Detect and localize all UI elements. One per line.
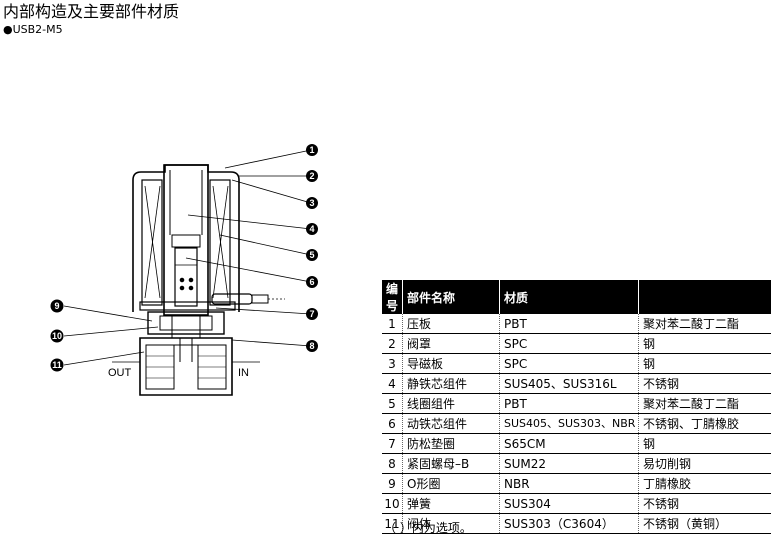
col-header-no: 编号 [382, 280, 403, 314]
callout-3: 3 [306, 197, 318, 209]
cell-name: 动铁芯组件 [402, 413, 500, 434]
cell-material: PBT [499, 393, 639, 414]
table-row: 9 O形圈 NBR 丁腈橡胶 [382, 473, 771, 494]
cell-material-cn: 不锈钢 [638, 373, 771, 394]
table-row: 10 弹簧 SUS304 不锈钢 [382, 493, 771, 514]
cell-name: 防松垫圈 [402, 433, 500, 454]
model-label: ●USB2-M5 [3, 23, 63, 36]
table-row: 6 动铁芯组件 SUS405、SUS303、NBR 不锈钢、丁腈橡胶 [382, 413, 771, 434]
callout-4: 4 [306, 223, 318, 235]
port-out-label: OUT [108, 367, 132, 379]
table-row: 8 紧固螺母–B SUM22 易切削钢 [382, 453, 771, 474]
callout-1: 1 [306, 144, 318, 156]
cell-no: 5 [382, 393, 403, 414]
cell-no: 8 [382, 453, 403, 474]
cell-material-cn: 不锈钢、丁腈橡胶 [638, 413, 771, 434]
valve-body-drawing [132, 164, 285, 396]
table-row: 2 阀罩 SPC 钢 [382, 333, 771, 354]
col-header-material: 材质 [499, 280, 639, 314]
cell-no: 11 [382, 513, 403, 534]
table-row: 5 线圈组件 PBT 聚对苯二酸丁二酯 [382, 393, 771, 414]
cell-no: 10 [382, 493, 403, 514]
svg-text:10: 10 [52, 331, 62, 341]
callout-markers: 1 2 3 4 5 6 7 8 9 10 11 [50, 144, 318, 372]
leader-lines [63, 149, 312, 366]
port-in-label: IN [238, 367, 249, 379]
table-row: 11 阀体 SUS303（C3604） 不锈钢（黄铜） [382, 513, 771, 534]
cell-material-cn: 易切削钢 [638, 453, 771, 474]
cell-name: 弹簧 [402, 493, 500, 514]
col-header-name: 部件名称 [402, 280, 500, 314]
valve-cross-section-diagram: 1 2 3 4 5 6 7 8 9 10 11 OUT IN [50, 144, 318, 396]
svg-text:7: 7 [309, 309, 314, 319]
cell-no: 1 [382, 314, 403, 334]
col-header-material-cn [638, 280, 771, 314]
cell-name: 线圈组件 [402, 393, 500, 414]
cell-no: 7 [382, 433, 403, 454]
table-row: 4 静铁芯组件 SUS405、SUS316L 不锈钢 [382, 373, 771, 394]
cell-name: 阀罩 [402, 333, 500, 354]
parts-material-table: 编号 部件名称 材质 1 压板 PBT 聚对苯二酸丁二酯 2 阀罩 SPC 钢 … [382, 280, 771, 534]
callout-10: 10 [50, 329, 64, 343]
cell-name: 静铁芯组件 [402, 373, 500, 394]
svg-text:3: 3 [309, 198, 314, 208]
cell-no: 2 [382, 333, 403, 354]
cell-name: 阀体 [402, 513, 500, 534]
cell-material: NBR [499, 473, 639, 494]
cell-material-cn: 不锈钢 [638, 493, 771, 514]
cell-material-cn: 聚对苯二酸丁二酯 [638, 314, 771, 334]
table-row: 7 防松垫圈 S65CM 钢 [382, 433, 771, 454]
page-title: 内部构造及主要部件材质 [3, 2, 180, 21]
svg-text:11: 11 [52, 360, 62, 370]
callout-8: 8 [306, 340, 318, 352]
cell-name: O形圈 [402, 473, 500, 494]
cell-material: S65CM [499, 433, 639, 454]
table-row: 3 导磁板 SPC 钢 [382, 353, 771, 374]
svg-text:2: 2 [309, 171, 314, 181]
callout-11: 11 [50, 358, 64, 372]
svg-text:8: 8 [309, 341, 314, 351]
svg-text:4: 4 [309, 224, 314, 234]
svg-text:5: 5 [309, 250, 314, 260]
cell-material-cn: 聚对苯二酸丁二酯 [638, 393, 771, 414]
callout-6: 6 [306, 276, 318, 288]
cell-no: 4 [382, 373, 403, 394]
callout-7: 7 [306, 308, 318, 320]
cell-material-cn: 钢 [638, 333, 771, 354]
cell-material: SUS304 [499, 493, 639, 514]
table-header-row: 编号 部件名称 材质 [382, 280, 771, 314]
callout-5: 5 [306, 249, 318, 261]
cell-no: 6 [382, 413, 403, 434]
cell-material: SUS303（C3604） [499, 513, 639, 534]
cell-material: SUM22 [499, 453, 639, 474]
option-note: （ ）内为选项。 [384, 521, 472, 535]
cell-material: PBT [499, 314, 639, 334]
callout-2: 2 [306, 170, 318, 182]
cell-material: SUS405、SUS303、NBR [499, 413, 639, 434]
cell-material-cn: 钢 [638, 353, 771, 374]
callout-9: 9 [50, 299, 64, 313]
cell-no: 3 [382, 353, 403, 374]
cell-no: 9 [382, 473, 403, 494]
cell-material: SPC [499, 333, 639, 354]
cell-material: SUS405、SUS316L [499, 373, 639, 394]
svg-text:9: 9 [54, 301, 59, 311]
cell-name: 导磁板 [402, 353, 500, 374]
cell-name: 紧固螺母–B [402, 453, 500, 474]
cell-material-cn: 钢 [638, 433, 771, 454]
table-row: 1 压板 PBT 聚对苯二酸丁二酯 [382, 314, 771, 334]
svg-text:6: 6 [309, 277, 314, 287]
cell-material-cn: 丁腈橡胶 [638, 473, 771, 494]
cell-material: SPC [499, 353, 639, 374]
cell-name: 压板 [402, 314, 500, 334]
svg-text:1: 1 [309, 145, 314, 155]
cell-material-cn: 不锈钢（黄铜） [638, 513, 771, 534]
